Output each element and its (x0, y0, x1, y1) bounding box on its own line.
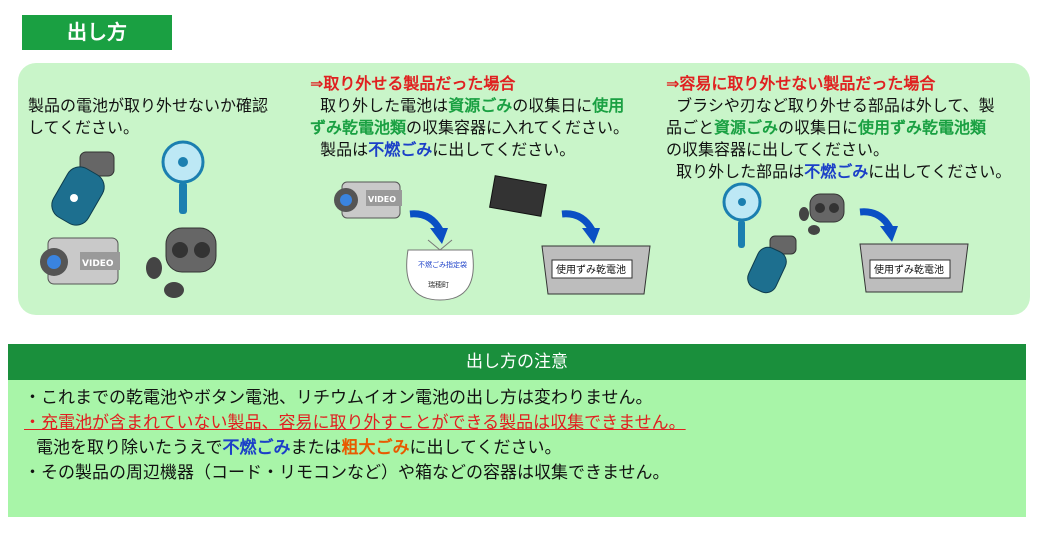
removable-instructions: ⇒取り外せる製品だった場合 取り外した電池は資源ごみの収集日に使用 ずみ乾電池類… (310, 73, 650, 161)
earbuds-icon (146, 227, 217, 298)
arrow-icon (561, 210, 596, 232)
notice-body: ・これまでの乾電池やボタン電池、リチウムイオン電池の出し方は変わりません。 ・充… (8, 380, 1026, 517)
section-title: 出し方 (22, 15, 172, 50)
garbage-bag-icon: 不燃ごみ指定袋 瑞穂町 (406, 239, 474, 301)
svg-text:瑞穂町: 瑞穂町 (428, 280, 449, 289)
notice-line: 電池を取り除いたうえで不燃ごみまたは粗大ごみに出してください。 (36, 438, 562, 458)
not-removable-instructions: ⇒容易に取り外せない製品だった場合 ブラシや刃など取り外せる部品は外して、製 品… (666, 73, 1026, 183)
handy-fan-icon (722, 182, 762, 248)
earbuds-icon (799, 193, 845, 235)
notice-line: ・これまでの乾電池やボタン電池、リチウムイオン電池の出し方は変わりません。 (24, 388, 653, 408)
video-camera-icon: VIDEO (334, 181, 402, 219)
not-removable-illustration: 使用ずみ乾電池 (722, 182, 969, 294)
video-camera-icon: VIDEO (40, 237, 120, 285)
shaver-icon (51, 151, 115, 226)
svg-text:不燃ごみ指定袋: 不燃ごみ指定袋 (418, 260, 467, 269)
not-removable-heading: ⇒容易に取り外せない製品だった場合 (666, 74, 936, 93)
svg-text:使用ずみ乾電池: 使用ずみ乾電池 (874, 263, 944, 276)
collection-box-icon: 使用ずみ乾電池 (541, 245, 651, 295)
intro-text: 製品の電池が取り外せないか確認 してください。 (28, 96, 269, 137)
arrow-icon (859, 208, 894, 230)
handy-fan-icon (161, 140, 205, 214)
svg-text:VIDEO: VIDEO (82, 259, 114, 269)
notice-title: 出し方の注意 (8, 344, 1026, 380)
removable-heading: ⇒取り外せる製品だった場合 (310, 74, 516, 93)
svg-text:VIDEO: VIDEO (368, 195, 396, 204)
notice-line: ・その製品の周辺機器（コード・リモコンなど）や箱などの容器は収集できません。 (24, 463, 670, 483)
collection-box-icon: 使用ずみ乾電池 (859, 243, 969, 293)
removable-illustration: VIDEO 不燃ごみ指定袋 瑞穂町 使用ずみ乾電池 (334, 175, 651, 301)
shaver-icon (747, 235, 797, 294)
notice-warning: ・充電池が含まれていない製品、容易に取り外すことができる製品は収集できません。 (24, 413, 686, 433)
products-illustration: VIDEO (40, 140, 217, 298)
arrow-icon (409, 210, 444, 232)
svg-text:使用ずみ乾電池: 使用ずみ乾電池 (556, 263, 626, 276)
battery-icon (489, 175, 547, 217)
